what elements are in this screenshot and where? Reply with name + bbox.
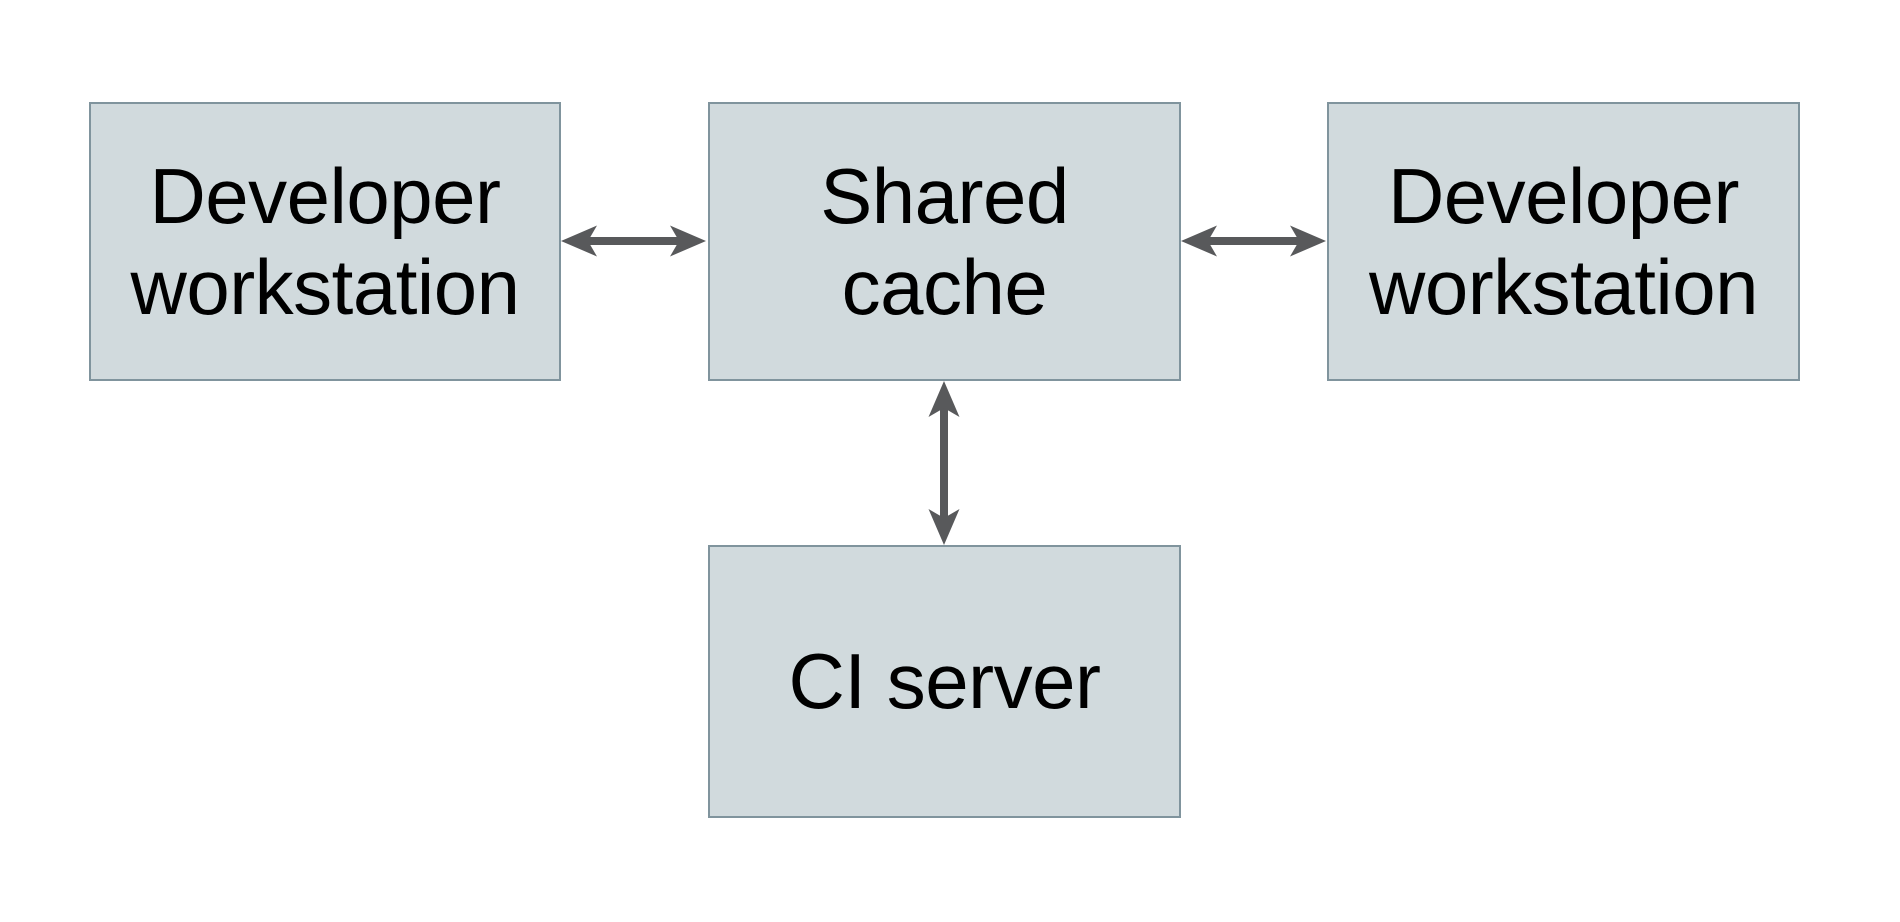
node-label: Developer workstation bbox=[1369, 151, 1759, 331]
arrowhead-up-icon bbox=[928, 381, 960, 417]
bidirectional-arrow-cache-to-ci-server bbox=[928, 381, 960, 545]
node-ci-server: CI server bbox=[708, 545, 1181, 818]
arrowhead-right-icon bbox=[670, 225, 706, 257]
arrowhead-right-icon bbox=[1290, 225, 1326, 257]
arrowhead-left-icon bbox=[1181, 225, 1217, 257]
arrow-shaft bbox=[1207, 237, 1300, 245]
bidirectional-arrow-workstation-left-to-cache bbox=[561, 225, 706, 257]
node-label: Developer workstation bbox=[130, 151, 521, 331]
arrow-shaft bbox=[587, 237, 680, 245]
arrowhead-down-icon bbox=[928, 509, 960, 545]
node-shared-cache: Shared cache bbox=[708, 102, 1181, 381]
node-label: Shared cache bbox=[820, 151, 1069, 331]
bidirectional-arrow-cache-to-workstation-right bbox=[1181, 225, 1326, 257]
node-developer-workstation-left: Developer workstation bbox=[89, 102, 561, 381]
node-developer-workstation-right: Developer workstation bbox=[1327, 102, 1800, 381]
arrowhead-left-icon bbox=[561, 225, 597, 257]
node-label: CI server bbox=[788, 637, 1101, 725]
arrow-shaft bbox=[940, 408, 948, 518]
